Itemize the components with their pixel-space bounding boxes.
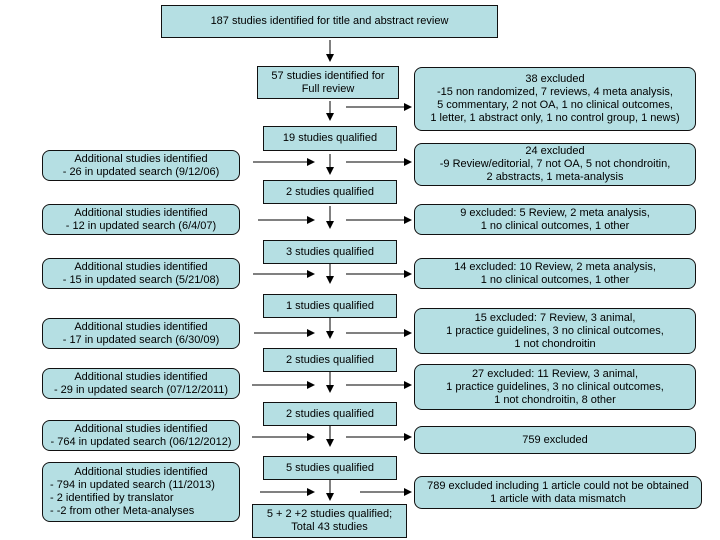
additional-studies-box: Additional studies identified - 794 in u…	[42, 462, 240, 522]
excluded-box: 14 excluded: 10 Review, 2 meta analysis,…	[414, 258, 696, 289]
excluded-box: 789 excluded including 1 article could n…	[414, 476, 702, 509]
qualified-box: 3 studies qualified	[263, 240, 397, 264]
excluded-box: 38 excluded -15 non randomized, 7 review…	[414, 67, 696, 131]
additional-studies-box: Additional studies identified - 15 in up…	[42, 258, 240, 289]
additional-studies-box: Additional studies identified - 764 in u…	[42, 420, 240, 451]
excluded-box: 27 excluded: 11 Review, 3 animal, 1 prac…	[414, 364, 696, 410]
excluded-box: 9 excluded: 5 Review, 2 meta analysis, 1…	[414, 204, 696, 235]
qualified-box: 1 studies qualified	[263, 294, 397, 318]
additional-studies-box: Additional studies identified - 12 in up…	[42, 204, 240, 235]
title-box-text: 187 studies identified for title and abs…	[210, 15, 449, 27]
additional-studies-box: Additional studies identified - 17 in up…	[42, 318, 240, 349]
final-box: 5 + 2 +2 studies qualified; Total 43 stu…	[252, 504, 407, 538]
additional-studies-box: Additional studies identified - 26 in up…	[42, 150, 240, 181]
excluded-box: 24 excluded -9 Review/editorial, 7 not O…	[414, 143, 696, 186]
excluded-box: 759 excluded	[414, 426, 696, 454]
qualified-box: 2 studies qualified	[263, 348, 397, 372]
excluded-box: 15 excluded: 7 Review, 3 animal, 1 pract…	[414, 308, 696, 354]
qualified-box: 5 studies qualified	[263, 456, 397, 480]
title-box: 187 studies identified for title and abs…	[161, 5, 498, 38]
full-review-box: 57 studies identified for Full review	[257, 66, 399, 99]
qualified-box: 19 studies qualified	[263, 126, 397, 151]
qualified-box: 2 studies qualified	[263, 180, 397, 204]
additional-studies-box: Additional studies identified - 29 in up…	[42, 368, 240, 399]
qualified-box: 2 studies qualified	[263, 402, 397, 426]
